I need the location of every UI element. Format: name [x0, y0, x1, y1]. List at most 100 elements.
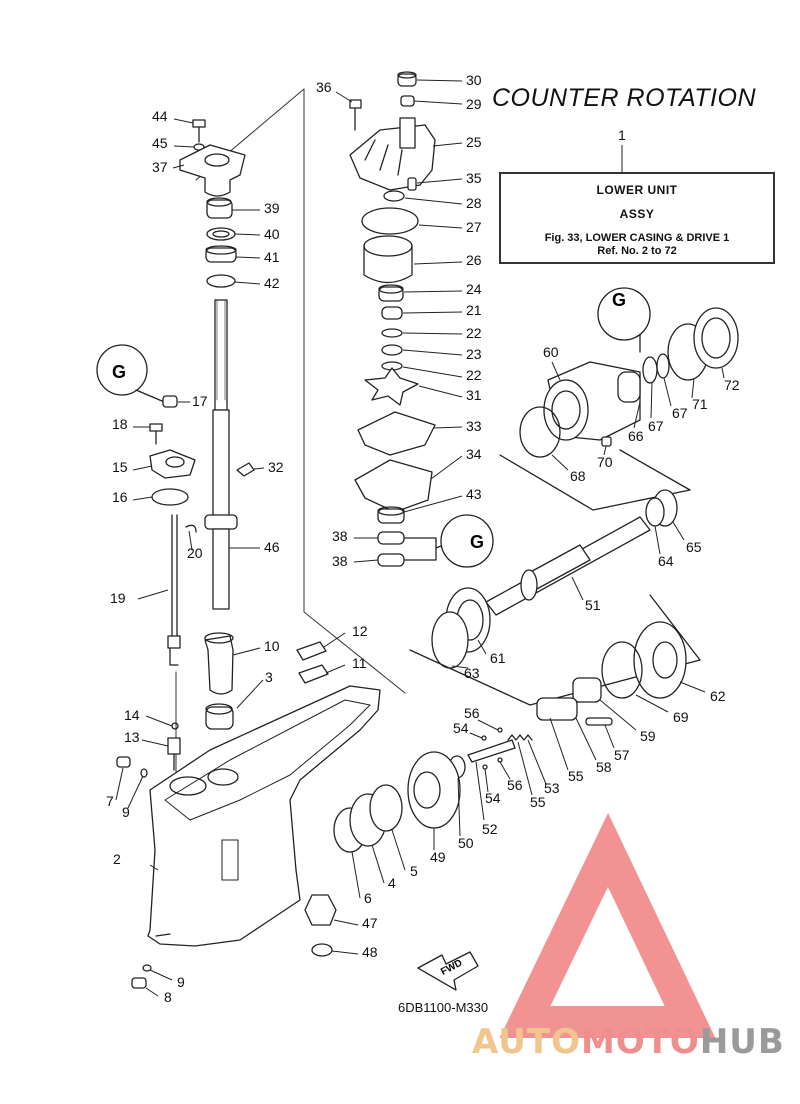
- part-callout-number: 68: [570, 468, 586, 484]
- callout-leader: [149, 864, 159, 871]
- part-65-64-thrust: [645, 489, 678, 527]
- part-53-spring: [507, 734, 533, 741]
- part-42-oring: [206, 274, 236, 288]
- part-callout-number: 14: [124, 707, 140, 723]
- part-14-ball: [171, 722, 179, 730]
- reference-box: LOWER UNIT ASSY Fig. 33, LOWER CASING & …: [499, 172, 775, 264]
- callout-leader: [403, 290, 463, 293]
- callout-leader: [691, 377, 695, 399]
- callout-leader: [477, 639, 487, 655]
- callout-leader: [333, 919, 359, 926]
- part-20-clip: [185, 524, 197, 533]
- part-39-bearing: [206, 197, 233, 219]
- part-69-shim: [601, 641, 643, 699]
- callout-leader: [132, 496, 153, 501]
- callout-leader: [234, 233, 261, 236]
- part-2-lower-casing: [147, 685, 381, 947]
- part-callout-number: 25: [466, 134, 482, 150]
- part-43-seal: [377, 506, 405, 524]
- part-66-67-bearings: [617, 353, 670, 403]
- callout-leader: [236, 679, 264, 709]
- part-callout-number: 37: [152, 159, 168, 175]
- grease-mark: G: [112, 362, 126, 382]
- part-callout-number: 56: [464, 705, 480, 721]
- part-callout-number: 26: [466, 252, 482, 268]
- part-47-pinion: [304, 894, 337, 926]
- callout-leader: [413, 100, 463, 105]
- part-49-forward-gear: [407, 751, 461, 829]
- callout-leader: [551, 361, 561, 381]
- part-15-lever: [149, 449, 196, 479]
- part-34-gasket: [354, 459, 433, 513]
- part-callout-number: 27: [466, 219, 482, 235]
- part-25-pump-housing: [349, 117, 436, 191]
- part-callout-number: 23: [466, 346, 482, 362]
- part-callout-number: 7: [106, 793, 114, 809]
- callout-leader: [353, 559, 379, 563]
- part-26-insert-cartridge: [363, 235, 413, 284]
- callout-leader: [234, 281, 261, 285]
- callout-leader: [335, 91, 353, 103]
- callout-leader: [416, 79, 463, 82]
- callout-leader: [475, 761, 485, 821]
- callout-leader: [325, 664, 346, 674]
- callout-leader: [603, 445, 607, 456]
- callout-leader: [188, 530, 193, 551]
- part-callout-number: 32: [268, 459, 284, 475]
- part-23-washer: [381, 344, 403, 356]
- callout-leader: [145, 715, 173, 727]
- part-callout-number: 8: [164, 989, 172, 1005]
- part-callout-number: 47: [362, 915, 378, 931]
- part-callout-number: 12: [352, 623, 368, 639]
- diagram-title: COUNTER ROTATION: [492, 84, 757, 112]
- part-44-bolt: [192, 119, 206, 143]
- diagram-code: 6DB1100-M330: [398, 1000, 489, 1015]
- part-callout-number: 69: [673, 709, 689, 725]
- callout-leader: [477, 719, 499, 731]
- part-callout-number: 60: [543, 344, 559, 360]
- callout-leader: [432, 142, 463, 147]
- part-3-bearing: [205, 703, 234, 730]
- part-28-oring: [383, 190, 405, 202]
- part-46-drive-shaft: [204, 299, 238, 610]
- callout-leader: [551, 454, 569, 471]
- detail-bubble-grease: [96, 344, 148, 396]
- callout-leader: [418, 224, 463, 229]
- part-56-ball: [497, 757, 503, 763]
- callout-leader: [351, 851, 361, 899]
- callout-leader: [549, 717, 569, 771]
- part-callout-number: 67: [672, 405, 688, 421]
- part-38-seal: [377, 531, 405, 545]
- guide-line: [195, 88, 406, 694]
- part-30-grommet: [397, 71, 417, 87]
- callout-leader: [173, 145, 195, 148]
- part-callout-number: 36: [316, 79, 332, 95]
- part-callout-number: 35: [466, 170, 482, 186]
- watermark-moto: MOTO: [580, 1022, 700, 1062]
- part-callout-number: 21: [466, 302, 482, 318]
- part-56-ball: [497, 727, 503, 733]
- part-22-washer: [381, 328, 403, 338]
- part-callout-number: 34: [466, 446, 482, 462]
- part-16-oring: [151, 488, 189, 506]
- part-callout-number: 24: [466, 281, 482, 297]
- part-callout-number: 11: [352, 655, 367, 671]
- part-callout-number: 72: [724, 377, 740, 393]
- part-callout-number: 61: [490, 650, 506, 666]
- reference-line-3: Fig. 33, LOWER CASING & DRIVE 1: [544, 232, 730, 244]
- part-callout-number: 9: [177, 974, 185, 990]
- part-13-fitting: [167, 737, 181, 771]
- part-callout-number: 54: [485, 790, 501, 806]
- callout-leader: [173, 118, 194, 124]
- callout-leader: [575, 717, 597, 761]
- part-callout-number: 20: [187, 545, 203, 561]
- part-callout-number: 70: [597, 454, 613, 470]
- callout-leader: [672, 521, 685, 541]
- fwd-arrow-icon: [417, 951, 479, 991]
- part-callout-number: 5: [410, 863, 418, 879]
- part-10-sleeve: [204, 632, 234, 695]
- callout-leader: [404, 197, 463, 205]
- part-12-plate: [296, 641, 327, 661]
- part-40-ring: [206, 227, 236, 241]
- part-callout-number: 71: [692, 396, 708, 412]
